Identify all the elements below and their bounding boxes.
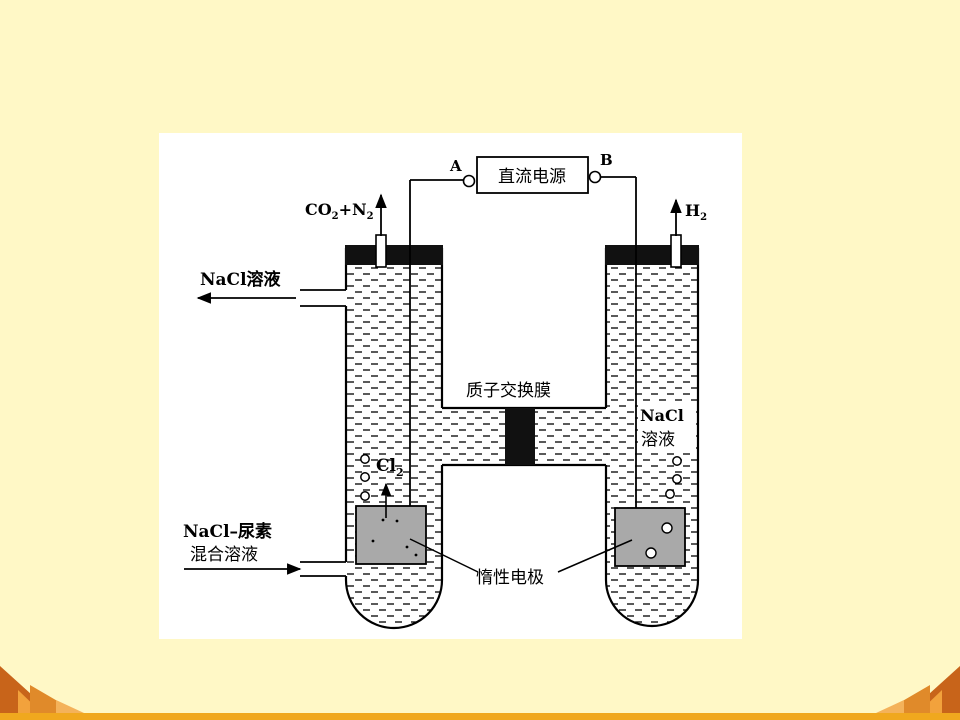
right-solution-label-line2: 溶液 <box>641 430 675 450</box>
electrolysis-diagram: 直流电源 A B <box>159 133 742 639</box>
dc-power-supply <box>476 156 589 194</box>
terminal-b-icon <box>588 170 602 184</box>
power-supply-label: 直流电源 <box>498 167 566 187</box>
nacl-urea-label-line2: 混合溶液 <box>190 545 258 565</box>
right-solution-label-line1: NaCl <box>640 406 684 425</box>
left-inert-electrode <box>355 505 427 565</box>
membrane-label: 质子交换膜 <box>466 381 551 401</box>
left-cap <box>345 245 443 265</box>
nacl-urea-label-line1: NaCl–尿素 <box>183 522 272 542</box>
nacl-out-label: NaCl溶液 <box>200 269 281 290</box>
electrode-pointer-right <box>557 539 633 573</box>
left-tube-outline <box>344 248 444 630</box>
gas-out-right-label: H2 <box>685 201 707 223</box>
cl2-label: Cl2 <box>376 456 404 479</box>
terminal-a-icon <box>462 174 476 188</box>
bottom-bar <box>0 713 960 720</box>
gas-out-left-label: CO2+N2 <box>305 200 374 222</box>
terminal-b-label: B <box>600 151 613 169</box>
terminal-a-label: A <box>449 157 462 175</box>
electrode-label: 惰性电极 <box>476 568 544 588</box>
right-tube-outline <box>604 248 700 628</box>
electrode-pointer-left <box>409 538 479 573</box>
proton-exchange-membrane <box>505 408 535 465</box>
